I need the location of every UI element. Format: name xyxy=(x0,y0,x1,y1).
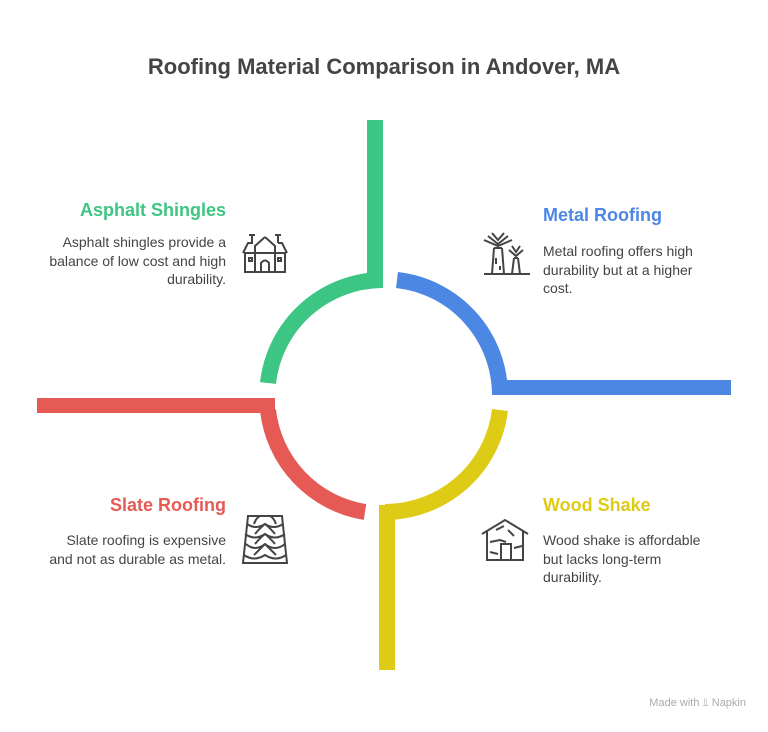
slate-description: Slate roofing is expensive and not as du… xyxy=(49,532,226,567)
yellow-bar xyxy=(379,505,395,670)
blue-bar xyxy=(493,380,731,395)
asphalt-title: Asphalt Shingles xyxy=(79,200,226,220)
metal-description: Metal roofing offers high durability but… xyxy=(543,243,693,296)
wood-house-icon xyxy=(481,518,529,561)
wood-description: Wood shake is affordable but lacks long-… xyxy=(543,532,701,585)
house-icon xyxy=(242,234,288,273)
metal-title: Metal Roofing xyxy=(543,205,662,225)
asphalt-description: Asphalt shingles provide a balance of lo… xyxy=(49,234,226,287)
green-arc xyxy=(260,272,384,385)
slate-title: Slate Roofing xyxy=(110,495,226,515)
napkin-logo-icon: ⫫ xyxy=(702,697,709,709)
made-with-napkin-badge[interactable]: Made with ⫫ Napkin xyxy=(649,697,746,710)
blue-arc xyxy=(395,272,508,396)
green-bar xyxy=(367,120,383,288)
trees-icon xyxy=(483,232,530,275)
yellow-arc xyxy=(384,408,508,520)
slate-tiles-icon xyxy=(241,515,289,564)
red-arc xyxy=(260,408,367,520)
footer-label: Made with xyxy=(649,697,700,709)
footer-brand: Napkin xyxy=(711,697,746,709)
red-bar xyxy=(37,398,275,413)
page-title: Roofing Material Comparison in Andover, … xyxy=(147,54,621,79)
wood-title: Wood Shake xyxy=(543,495,651,515)
